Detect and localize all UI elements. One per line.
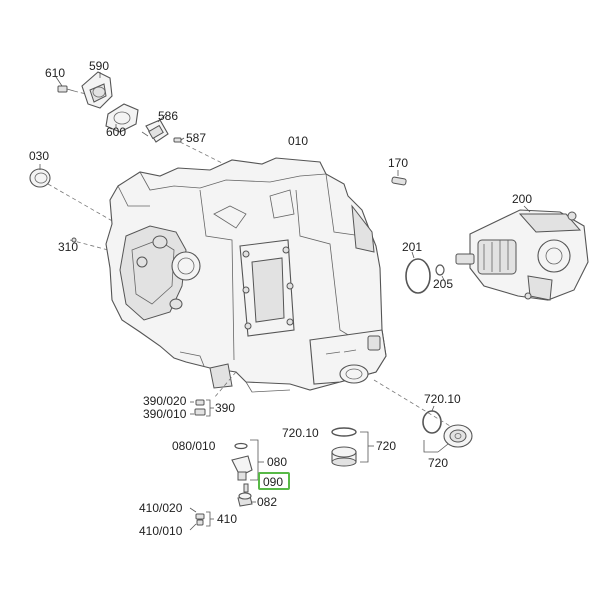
part-080-sensor	[231, 455, 253, 481]
part-586-pinion	[141, 119, 169, 143]
label-200: 200	[512, 192, 532, 206]
part-610-screw	[57, 85, 75, 93]
label-010: 010	[288, 134, 308, 148]
highlight-box-090	[258, 472, 290, 490]
part-080-oring	[234, 442, 248, 450]
label-410-020: 410/020	[139, 501, 183, 515]
label-080-010: 080/010	[172, 439, 216, 453]
label-205: 205	[433, 277, 453, 291]
part-082-nut	[237, 492, 253, 507]
label-410: 410	[217, 512, 237, 526]
label-390: 390	[215, 401, 235, 415]
label-082: 082	[257, 495, 277, 509]
label-410-010: 410/010	[139, 524, 183, 538]
label-610: 610	[45, 66, 65, 80]
label-080: 080	[267, 455, 287, 469]
part-205-ring	[435, 264, 445, 276]
label-201: 201	[402, 240, 422, 254]
part-010-housing	[105, 157, 387, 393]
label-170: 170	[388, 156, 408, 170]
label-030: 030	[29, 149, 49, 163]
part-600-gasket	[105, 103, 139, 133]
label-720-center: 720	[376, 439, 396, 453]
label-390-020: 390/020	[143, 394, 187, 408]
part-201-oring	[405, 258, 431, 294]
label-720-right: 720	[428, 456, 448, 470]
label-720-10-right: 720.10	[424, 392, 461, 406]
part-590-bracket	[81, 71, 113, 109]
label-720-10-center: 720.10	[282, 426, 319, 440]
part-170-pin	[391, 176, 407, 186]
part-030-ring	[29, 168, 51, 188]
part-720-10-ring-center	[331, 427, 357, 437]
part-587-pin	[173, 137, 182, 143]
label-310: 310	[58, 240, 78, 254]
label-390-010: 390/010	[143, 407, 187, 421]
part-200-starter	[455, 209, 589, 301]
part-090-bolt	[243, 483, 249, 493]
label-090[interactable]: 090	[263, 475, 283, 489]
label-600: 600	[106, 125, 126, 139]
part-720-cover-right	[443, 424, 473, 448]
label-586: 586	[158, 109, 178, 123]
part-390-plug	[194, 399, 206, 416]
part-410-screw	[195, 513, 205, 526]
label-587: 587	[186, 131, 206, 145]
part-720-10-ring-right	[422, 410, 442, 434]
label-590: 590	[89, 59, 109, 73]
part-720-plug-center	[331, 446, 357, 467]
